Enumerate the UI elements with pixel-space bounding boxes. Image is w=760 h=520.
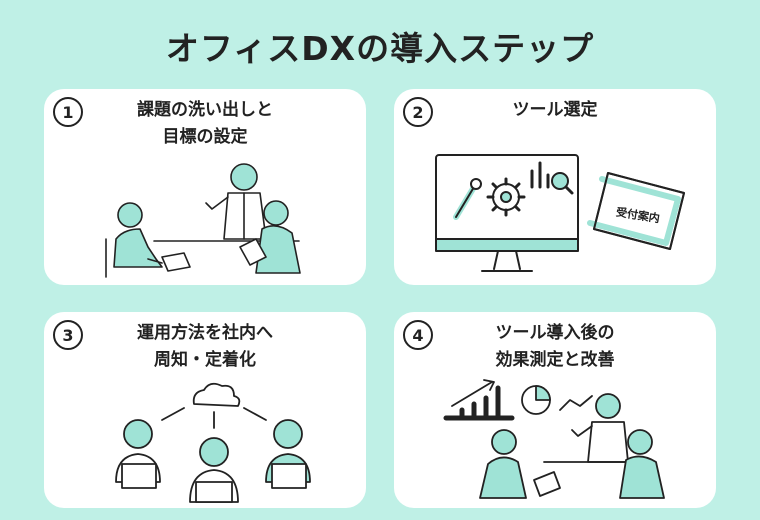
step-title-1-line-1: 課題の洗い出しと <box>137 100 273 120</box>
step-title-3-line-2: 周知・定着化 <box>154 350 256 370</box>
meeting-illustration <box>105 163 301 278</box>
step-card-2: 2 ツール選定 受付案内 <box>394 89 716 285</box>
step-title-4-line-1: ツール導入後の <box>495 323 615 343</box>
cloud-icon <box>192 382 241 407</box>
tool-selection-illustration <box>435 154 685 272</box>
step-card-4: 4 ツール導入後の 効果測定と改善 <box>394 312 716 508</box>
step-card-1: 1 課題の洗い出しと 目標の設定 <box>44 89 366 285</box>
team-sharing-illustration <box>115 382 311 503</box>
step-title-4: ツール導入後の 効果測定と改善 <box>394 320 716 374</box>
page-title: オフィスDXの導入ステップ <box>165 29 595 68</box>
step-number-3: 3 <box>53 320 83 350</box>
step-number-2: 2 <box>403 97 433 127</box>
step-card-3: 3 運用方法を社内へ 周知・定着化 <box>44 312 366 508</box>
step-title-2: ツール選定 <box>394 97 716 124</box>
step-number-4: 4 <box>403 320 433 350</box>
measurement-illustration <box>443 379 665 499</box>
step-title-3: 運用方法を社内へ 周知・定着化 <box>44 320 366 374</box>
step-title-4-line-2: 効果測定と改善 <box>495 350 615 370</box>
step-title-2-line-1: ツール選定 <box>512 100 598 120</box>
step-title-1: 課題の洗い出しと 目標の設定 <box>44 97 366 151</box>
step-title-3-line-1: 運用方法を社内へ <box>137 323 273 343</box>
step-number-1: 1 <box>53 97 83 127</box>
step-title-1-line-2: 目標の設定 <box>162 127 248 147</box>
